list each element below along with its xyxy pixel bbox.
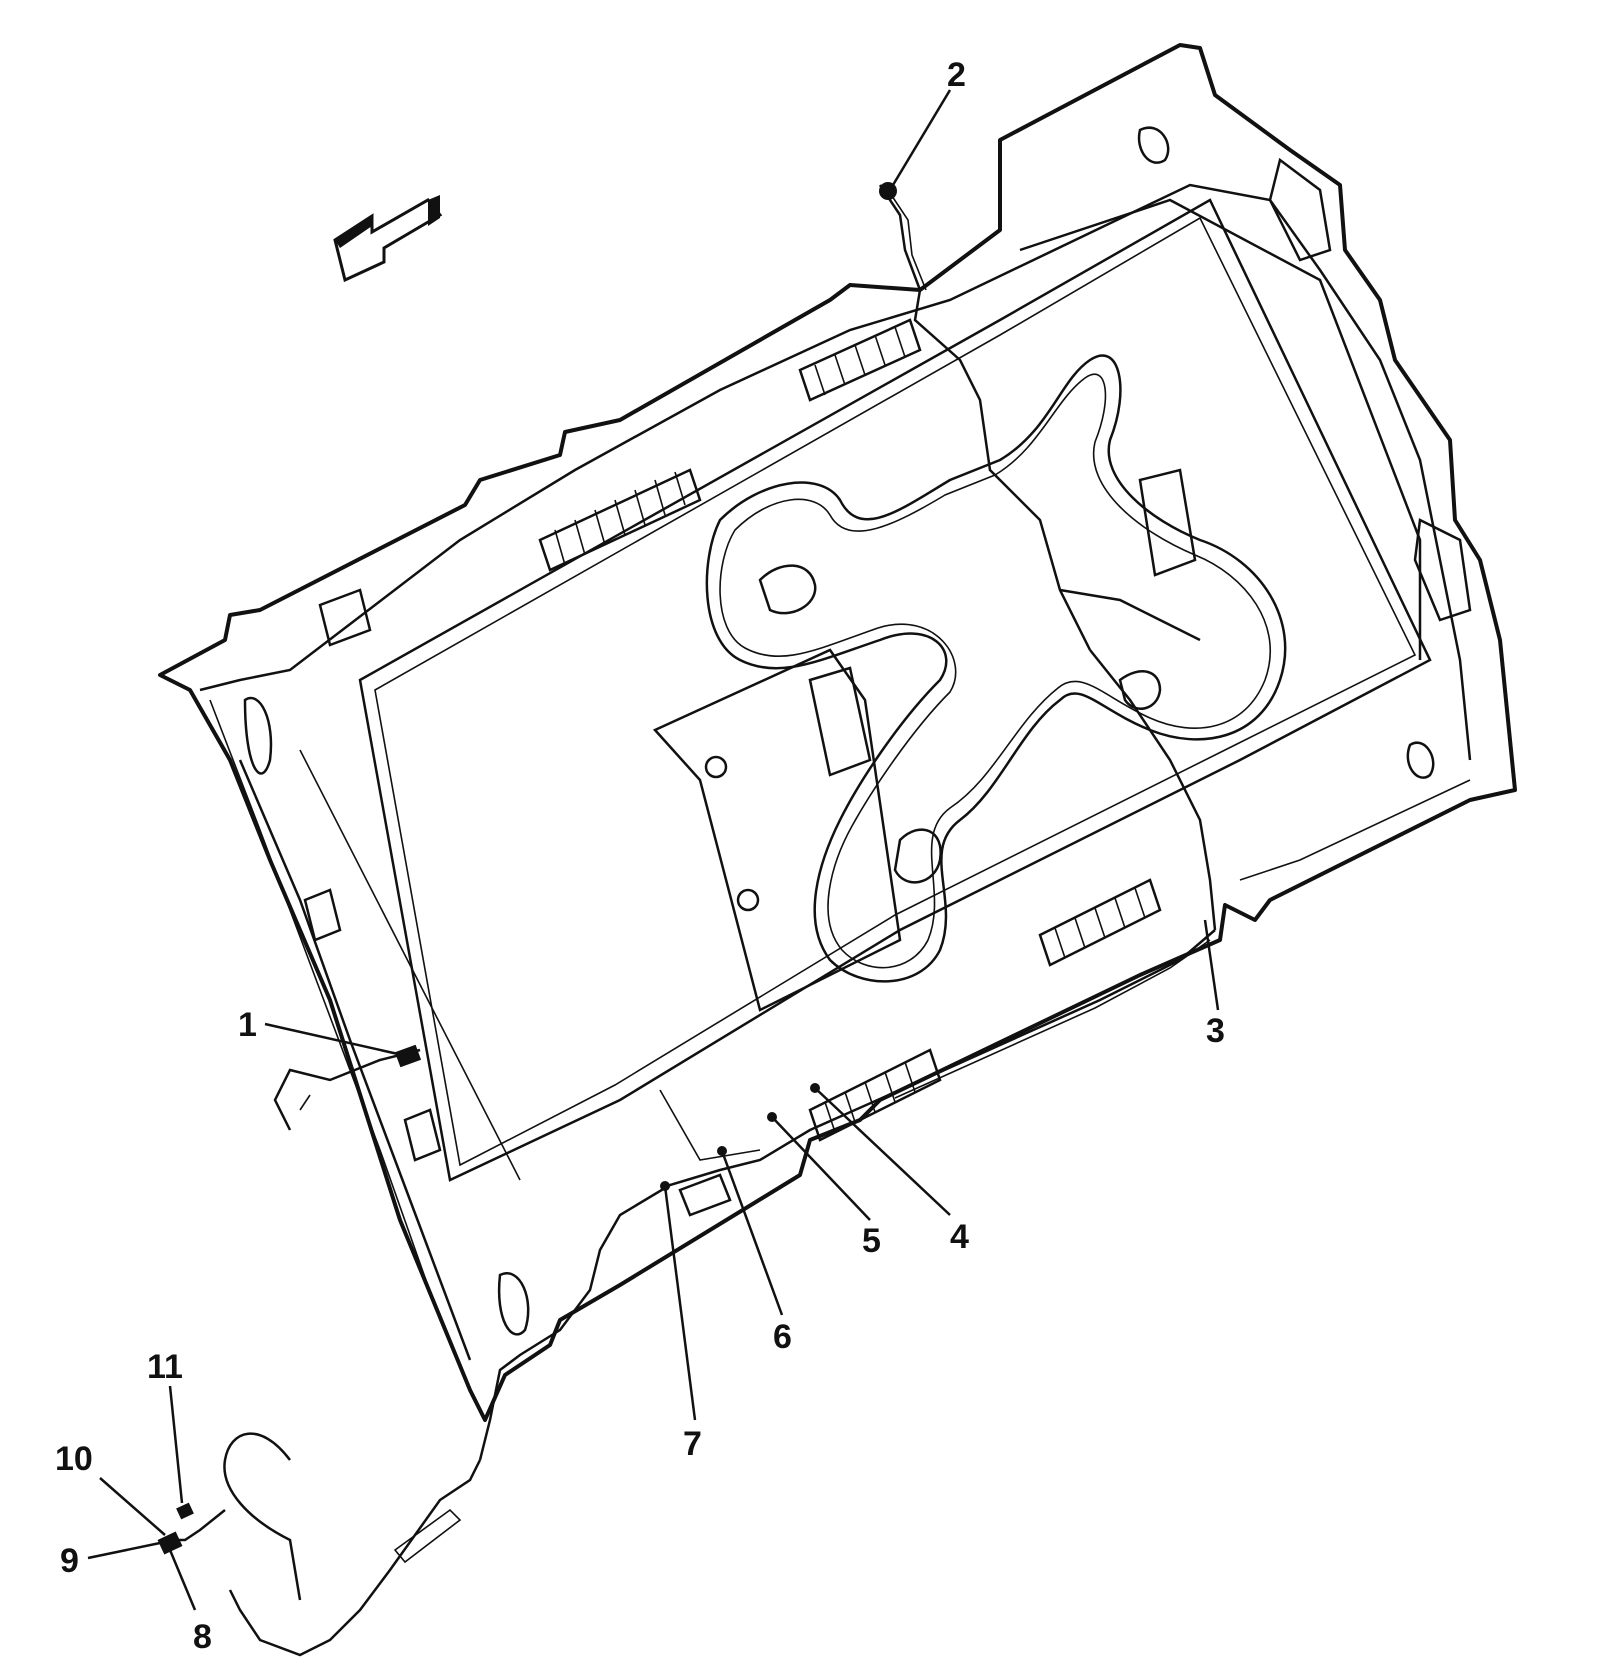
callout-3: 3 xyxy=(1206,1012,1225,1050)
callout-2: 2 xyxy=(947,56,966,94)
callout-9: 9 xyxy=(60,1542,79,1580)
headliner-panel xyxy=(158,43,1517,1422)
callout-8: 8 xyxy=(193,1618,212,1656)
wiring-harness xyxy=(175,184,1217,1657)
callout-6: 6 xyxy=(773,1318,792,1356)
callout-11: 11 xyxy=(147,1348,183,1386)
headliner-clip-details xyxy=(243,126,1472,1336)
callout-10: 10 xyxy=(55,1440,93,1478)
callout-leader-lines xyxy=(87,89,1220,1611)
callout-5: 5 xyxy=(862,1222,881,1260)
callout-labels: 1 2 3 4 5 6 7 8 9 10 11 xyxy=(55,56,1225,1656)
callout-4: 4 xyxy=(950,1218,969,1256)
callout-7: 7 xyxy=(683,1425,702,1463)
callout-1: 1 xyxy=(238,1006,257,1044)
headliner-inner-panels xyxy=(299,198,1432,1182)
forward-direction-arrow-icon xyxy=(333,195,443,283)
